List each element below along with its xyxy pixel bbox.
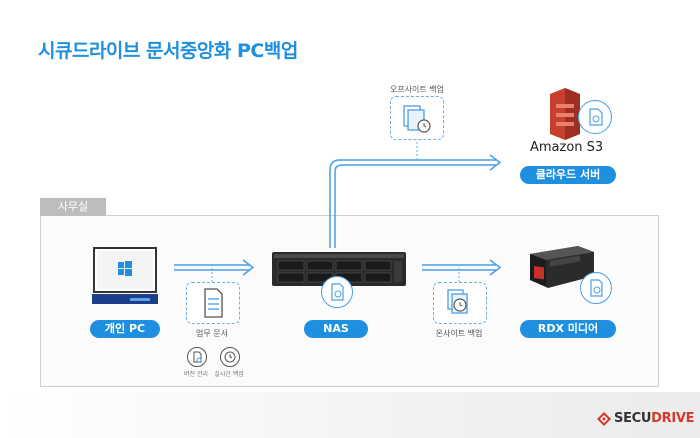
- logo-part1: SECU: [614, 411, 652, 426]
- nas-doc-badge: [321, 276, 353, 308]
- secudrive-logo-text: SECUDRIVE: [614, 411, 695, 426]
- nas-rack-icon: [272, 252, 406, 286]
- pc-pill: 개인 PC: [90, 320, 160, 338]
- nas-pill: NAS: [304, 320, 368, 338]
- pc-monitor: [92, 246, 162, 308]
- amazon-s3-logo: [540, 86, 590, 142]
- document-icon: [204, 288, 223, 318]
- page-title: 시큐드라이브 문서중앙화 PC백업: [38, 40, 298, 62]
- rdx-device: [520, 242, 600, 292]
- onsite-backup-label: 온사이트 백업: [435, 329, 483, 338]
- document-sync-icon: [331, 283, 344, 301]
- backup-copy-icon: [403, 105, 431, 133]
- diamond-logo-icon: [597, 412, 611, 426]
- monitor-icon: [92, 247, 158, 304]
- arrow-pc-to-nas: [174, 259, 255, 276]
- version-mgmt-label: 버전 관리: [184, 371, 208, 378]
- onsite-backup-box: [433, 282, 487, 324]
- arrow-nas-to-rdx: [422, 259, 502, 276]
- s3-doc-badge: [578, 100, 612, 134]
- offsite-backup-label: 오프사이트 백업: [389, 85, 445, 94]
- amazon-s3-text: Amazon S3: [530, 140, 604, 155]
- footer-band: [0, 392, 700, 438]
- clock-icon: [224, 351, 236, 363]
- realtime-backup-label: 실시간 백업: [214, 371, 244, 378]
- secudrive-logo-mark: [596, 411, 612, 427]
- logo-part2: DRIVE: [651, 411, 695, 426]
- work-docs-box: [186, 282, 240, 324]
- document-sync-icon: [590, 279, 603, 297]
- offsite-backup-box: [390, 96, 444, 140]
- document-sync-icon: [589, 108, 603, 126]
- nas-device: [272, 252, 406, 286]
- arrow-nas-to-cloud: [329, 154, 502, 248]
- windows-logo-icon: [118, 261, 132, 276]
- backup-copy-icon: [447, 289, 468, 314]
- realtime-backup-badge: [220, 347, 240, 367]
- rdx-drive-icon: [530, 246, 594, 288]
- s3-bucket-icon: [550, 88, 580, 140]
- rdx-pill: RDX 미디어: [520, 320, 616, 338]
- cloud-server-pill: 클라우드 서버: [520, 166, 616, 184]
- office-tab: 사무실: [40, 198, 106, 216]
- work-docs-label: 업무 문서: [196, 329, 228, 338]
- version-icon: [193, 351, 202, 363]
- version-mgmt-badge: [187, 347, 207, 367]
- rdx-doc-badge: [580, 272, 612, 304]
